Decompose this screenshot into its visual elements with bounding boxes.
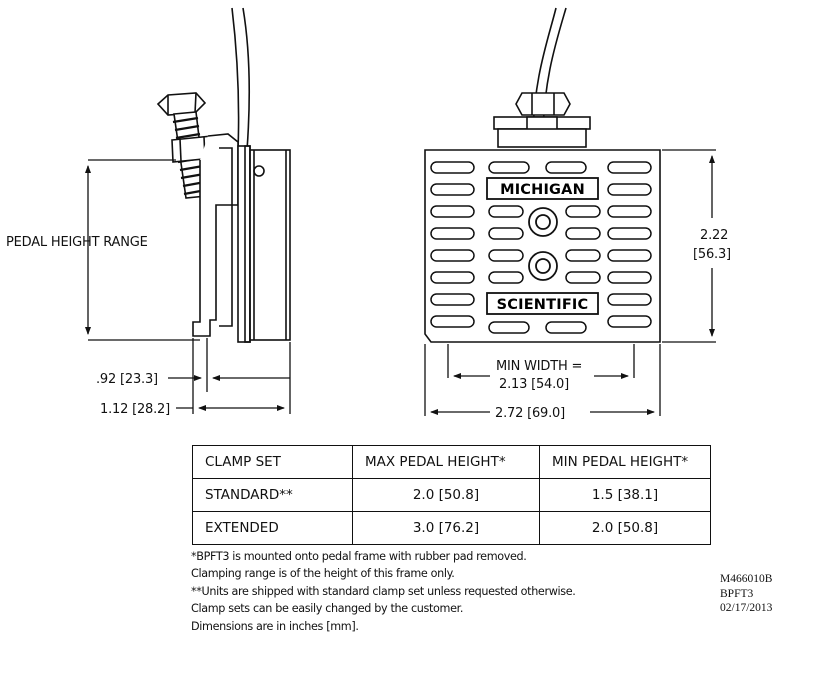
note-line: Clamping range is of the height of this …: [191, 567, 455, 581]
table-cell: 3.0 [76.2]: [352, 511, 540, 545]
table-header: MIN PEDAL HEIGHT*: [539, 445, 711, 479]
table-header: MAX PEDAL HEIGHT*: [352, 445, 540, 479]
brand-labels: MICHIGAN SCIENTIFIC: [486, 177, 599, 315]
clamp-set-table: CLAMP SET MAX PEDAL HEIGHT* MIN PEDAL HE…: [192, 445, 711, 545]
table-row: EXTENDED 3.0 [76.2] 2.0 [50.8]: [192, 511, 711, 545]
label-dim-222-mm: [56.3]: [693, 247, 731, 262]
notes-block: *BPFT3 is mounted onto pedal frame with …: [191, 548, 576, 635]
label-dim-092: .92 [23.3]: [96, 372, 158, 387]
label-dim-222-in: 2.22: [700, 228, 728, 243]
document-reference: M466010B BPFT3 02/17/2013: [720, 572, 772, 616]
table-cell: 2.0 [50.8]: [539, 511, 711, 545]
mount-hole-icon: [528, 207, 558, 281]
side-view: [156, 7, 291, 343]
note-line: *BPFT3 is mounted onto pedal frame with …: [191, 550, 527, 563]
table-row: STANDARD** 2.0 [50.8] 1.5 [38.1]: [192, 478, 711, 512]
label-dim-112: 1.12 [28.2]: [100, 402, 170, 417]
table-header-row: CLAMP SET MAX PEDAL HEIGHT* MIN PEDAL HE…: [192, 445, 711, 479]
table-cell: 2.0 [50.8]: [352, 478, 540, 512]
label-min-width: MIN WIDTH =: [496, 359, 582, 374]
label-min-width-value: 2.13 [54.0]: [499, 377, 569, 392]
doc-date: 02/17/2013: [720, 602, 773, 614]
note-line: Dimensions are in inches [mm].: [191, 619, 359, 633]
brand-michigan: MICHIGAN: [500, 182, 585, 198]
doc-model: BPFT3: [720, 587, 754, 600]
note-line: Clamp sets can be easily changed by the …: [191, 602, 464, 616]
table-cell: STANDARD**: [192, 478, 353, 512]
brand-scientific: SCIENTIFIC: [497, 297, 589, 313]
front-view: [424, 7, 661, 343]
front-view-slots: [430, 161, 652, 334]
table-cell: 1.5 [38.1]: [539, 478, 711, 512]
table-header: CLAMP SET: [192, 445, 353, 479]
label-dim-272: 2.72 [69.0]: [495, 406, 565, 421]
front-view-dimensions: [424, 149, 716, 416]
doc-number: M466010B: [720, 573, 773, 585]
note-line: **Units are shipped with standard clamp …: [191, 584, 576, 598]
side-view-dimensions: [85, 159, 291, 414]
label-pedal-height-range: PEDAL HEIGHT RANGE: [6, 235, 148, 250]
table-cell: EXTENDED: [192, 511, 353, 545]
dimension-labels: PEDAL HEIGHT RANGE .92 [23.3] 1.12 [28.2…: [6, 228, 731, 421]
